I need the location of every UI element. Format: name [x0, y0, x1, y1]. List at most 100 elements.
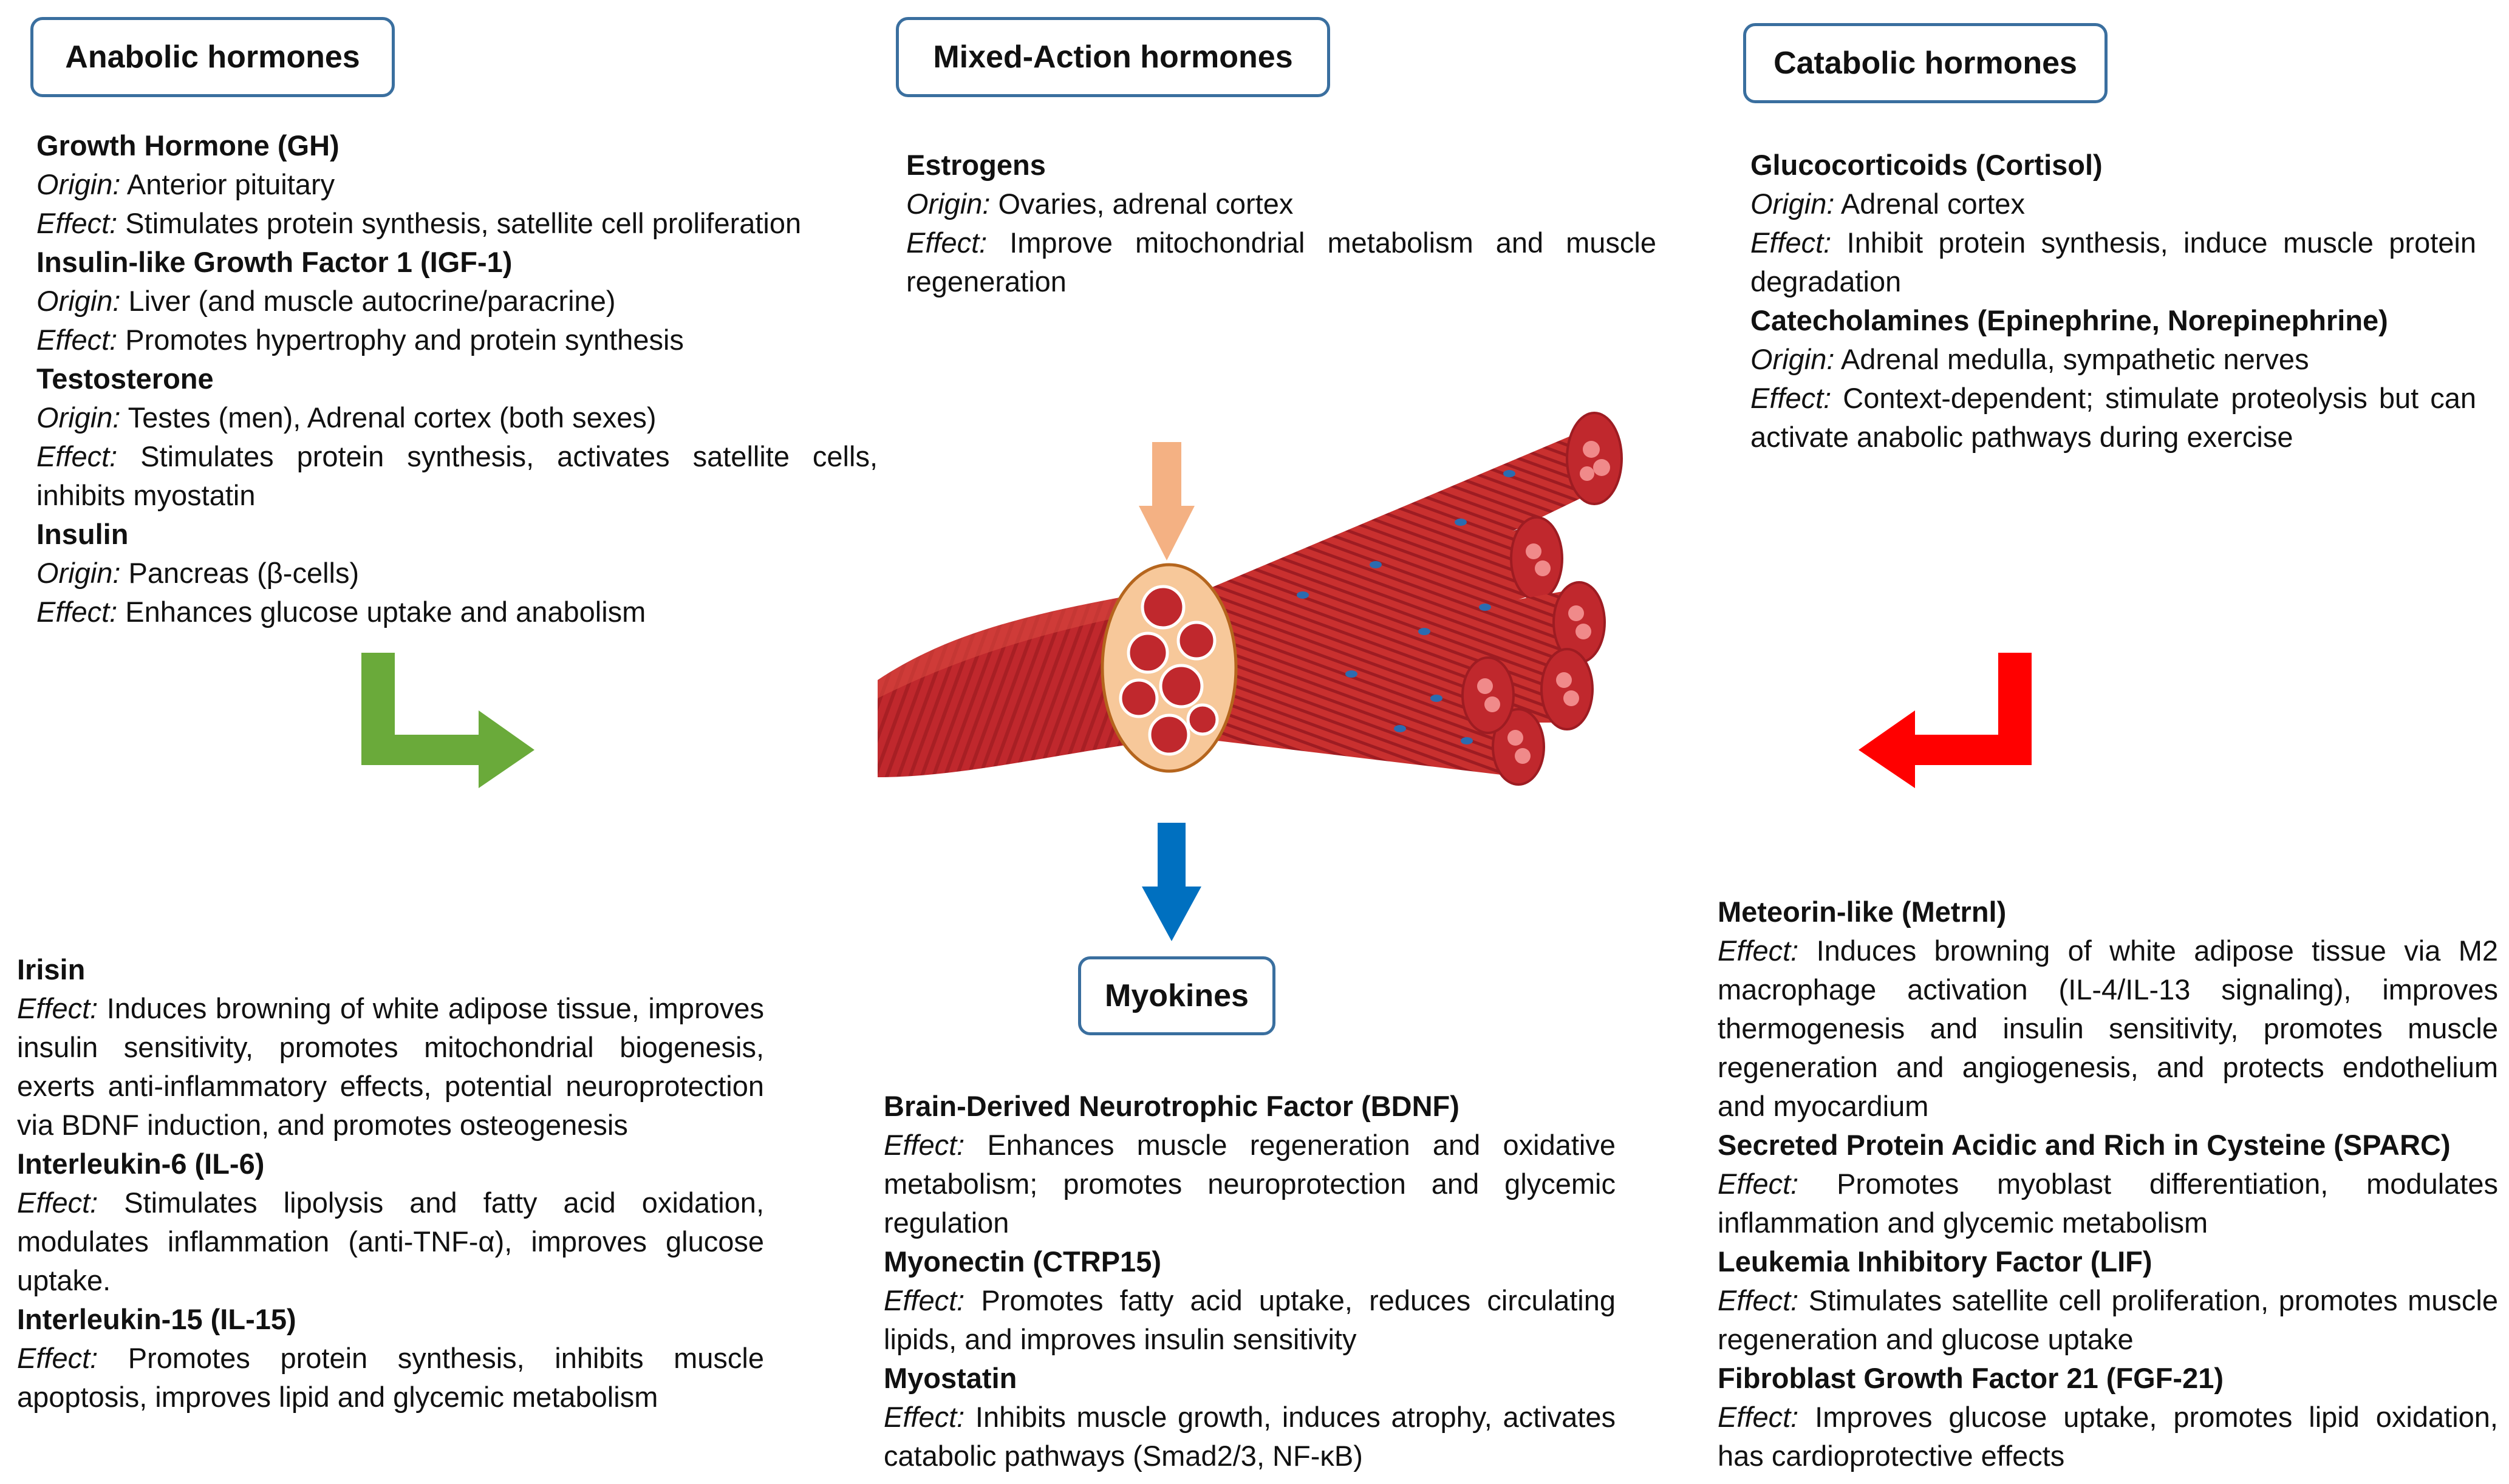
- entry-item: Insulin-like Growth Factor 1 (IGF-1) Orig…: [36, 243, 878, 359]
- entry-name: Catecholamines (Epinephrine, Norepinephr…: [1750, 304, 2388, 336]
- entry-effect: Effect: Stimulates lipolysis and fatty a…: [17, 1183, 764, 1300]
- entry-origin: Origin: Liver (and muscle autocrine/para…: [36, 282, 878, 321]
- entry-effect: Effect: Inhibits muscle growth, induces …: [884, 1398, 1616, 1475]
- effect-value: Stimulates protein synthesis, activates …: [36, 440, 878, 511]
- effect-label: Effect:: [17, 1186, 98, 1219]
- entry-effect: Effect: Inhibit protein synthesis, induc…: [1750, 223, 2476, 301]
- entry-name: Interleukin-6 (IL-6): [17, 1148, 265, 1180]
- effect-label: Effect:: [1718, 1168, 1799, 1200]
- entry-name: Secreted Protein Acidic and Rich in Cyst…: [1718, 1129, 2451, 1161]
- entry-name: Growth Hormone (GH): [36, 129, 340, 162]
- entry-item: Interleukin-6 (IL-6)Effect: Stimulates l…: [17, 1145, 764, 1300]
- origin-label: Origin:: [36, 168, 121, 200]
- mixed-arrow-shape: [1139, 442, 1195, 560]
- entry-name: Estrogens: [906, 149, 1046, 181]
- entry-name: Meteorin-like (Metrnl): [1718, 896, 2007, 928]
- down-arrow-icon: [1139, 442, 1195, 560]
- entry-item: Brain-Derived Neurotrophic Factor (BDNF)…: [884, 1087, 1616, 1242]
- entry-name: Brain-Derived Neurotrophic Factor (BDNF): [884, 1090, 1459, 1122]
- effect-value: Stimulates protein synthesis, satellite …: [125, 207, 802, 239]
- muscle-belly: [878, 595, 1157, 777]
- myokine-list-right: Meteorin-like (Metrnl)Effect: Induces br…: [1718, 893, 2498, 1475]
- elbow-arrow-left-icon: [1859, 653, 2032, 788]
- origin-value: Anterior pituitary: [126, 168, 335, 200]
- effect-value: Inhibit protein synthesis, induce muscle…: [1750, 226, 2476, 298]
- catabolic-header-text: Catabolic hormones: [1773, 46, 2077, 81]
- effect-value: Promotes myoblast differentiation, modul…: [1718, 1168, 2498, 1239]
- effect-label: Effect:: [1750, 382, 1832, 414]
- fascicle: [1206, 656, 1515, 734]
- entry-effect: Effect: Stimulates protein synthesis, sa…: [36, 204, 878, 243]
- origin-value: Pancreas (β-cells): [128, 557, 360, 589]
- effect-value: Promotes hypertrophy and protein synthes…: [125, 324, 684, 356]
- effect-label: Effect:: [906, 226, 988, 259]
- origin-value: Adrenal medulla, sympathetic nerves: [1840, 343, 2309, 375]
- entry-item: Growth Hormone (GH) Origin: Anterior pitu…: [36, 126, 878, 243]
- effect-label: Effect:: [17, 992, 98, 1024]
- effect-value: Inhibits muscle growth, induces atrophy,…: [884, 1401, 1616, 1472]
- myokine-list-center: Brain-Derived Neurotrophic Factor (BDNF)…: [884, 1087, 1616, 1475]
- effect-label: Effect:: [36, 440, 118, 472]
- origin-label: Origin:: [36, 401, 121, 434]
- entry-item: Leukemia Inhibitory Factor (LIF)Effect: …: [1718, 1242, 2498, 1359]
- effect-value: Promotes protein synthesis, inhibits mus…: [17, 1342, 765, 1413]
- entry-effect: Effect: Induces browning of white adipos…: [1718, 931, 2498, 1126]
- anabolic-hormone-list: Growth Hormone (GH) Origin: Anterior pitu…: [36, 126, 878, 631]
- origin-label: Origin:: [906, 188, 991, 220]
- entry-origin: Origin: Testes (men), Adrenal cortex (bo…: [36, 398, 878, 437]
- entry-effect: Effect: Promotes hypertrophy and protein…: [36, 321, 878, 359]
- entry-effect: Effect: Promotes myoblast differentiatio…: [1718, 1165, 2498, 1242]
- effect-label: Effect:: [36, 596, 118, 628]
- entry-name: Insulin-like Growth Factor 1 (IGF-1): [36, 246, 513, 278]
- entry-effect: Effect: Promotes protein synthesis, inhi…: [17, 1339, 764, 1417]
- entry-effect: Effect: Improve mitochondrial metabolism…: [906, 223, 1656, 301]
- effect-label: Effect:: [36, 207, 118, 239]
- effect-label: Effect:: [884, 1401, 965, 1433]
- effect-value: Induces browning of white adipose tissue…: [17, 992, 764, 1141]
- origin-value: Adrenal cortex: [1840, 188, 2025, 220]
- entry-item: Secreted Protein Acidic and Rich in Cyst…: [1718, 1126, 2498, 1242]
- entry-name: Interleukin-15 (IL-15): [17, 1303, 296, 1335]
- anabolic-header-text: Anabolic hormones: [65, 39, 360, 75]
- nuclei: [1297, 470, 1515, 744]
- entry-name: Fibroblast Growth Factor 21 (FGF-21): [1718, 1362, 2224, 1394]
- origin-value: Testes (men), Adrenal cortex (both sexes…: [128, 401, 657, 434]
- effect-label: Effect:: [36, 324, 118, 356]
- entry-item: Meteorin-like (Metrnl)Effect: Induces br…: [1718, 893, 2498, 1126]
- entry-name: Myonectin (CTRP15): [884, 1245, 1161, 1278]
- effect-value: Enhances glucose uptake and anabolism: [125, 596, 646, 628]
- entry-item: Fibroblast Growth Factor 21 (FGF-21) Effe…: [1718, 1359, 2498, 1475]
- muscle-fiber-illustration: [878, 412, 1623, 786]
- origin-value: Ovaries, adrenal cortex: [998, 188, 1294, 220]
- entry-effect: Effect: Improves glucose uptake, promote…: [1718, 1398, 2498, 1475]
- mixed-action-hormones-header: Mixed-Action hormones: [896, 17, 1330, 97]
- effect-value: Context-dependent; stimulate proteolysis…: [1750, 382, 2476, 453]
- effect-value: Induces browning of white adipose tissue…: [1718, 934, 2498, 1122]
- down-arrow-icon: [1142, 823, 1201, 941]
- effect-label: Effect:: [1750, 226, 1832, 259]
- effect-label: Effect:: [884, 1129, 965, 1161]
- catabolic-hormone-list: Glucocorticoids (Cortisol) Origin: Adrena…: [1750, 146, 2476, 457]
- entry-name: Insulin: [36, 518, 129, 550]
- entry-item: Glucocorticoids (Cortisol) Origin: Adrena…: [1750, 146, 2476, 301]
- entry-name: Testosterone: [36, 362, 214, 395]
- effect-value: Stimulates lipolysis and fatty acid oxid…: [17, 1186, 764, 1296]
- origin-label: Origin:: [1750, 188, 1835, 220]
- elbow-arrow-right-icon: [361, 653, 534, 788]
- muscle-cross-section: [1101, 563, 1238, 773]
- effect-label: Effect:: [17, 1342, 98, 1374]
- effect-value: Improves glucose uptake, promotes lipid …: [1718, 1401, 2498, 1472]
- entry-effect: Effect: Induces browning of white adipos…: [17, 989, 764, 1145]
- effect-value: Improve mitochondrial metabolism and mus…: [906, 226, 1657, 298]
- entry-item: Interleukin-15 (IL-15) Effect: Promotes p…: [17, 1300, 764, 1417]
- origin-label: Origin:: [36, 557, 121, 589]
- entry-name: Glucocorticoids (Cortisol): [1750, 149, 2103, 181]
- effect-value: Stimulates satellite cell proliferation,…: [1718, 1284, 2498, 1355]
- entry-effect: Effect: Promotes fatty acid uptake, redu…: [884, 1281, 1616, 1359]
- entry-item: Myonectin (CTRP15)Effect: Promotes fatty…: [884, 1242, 1616, 1359]
